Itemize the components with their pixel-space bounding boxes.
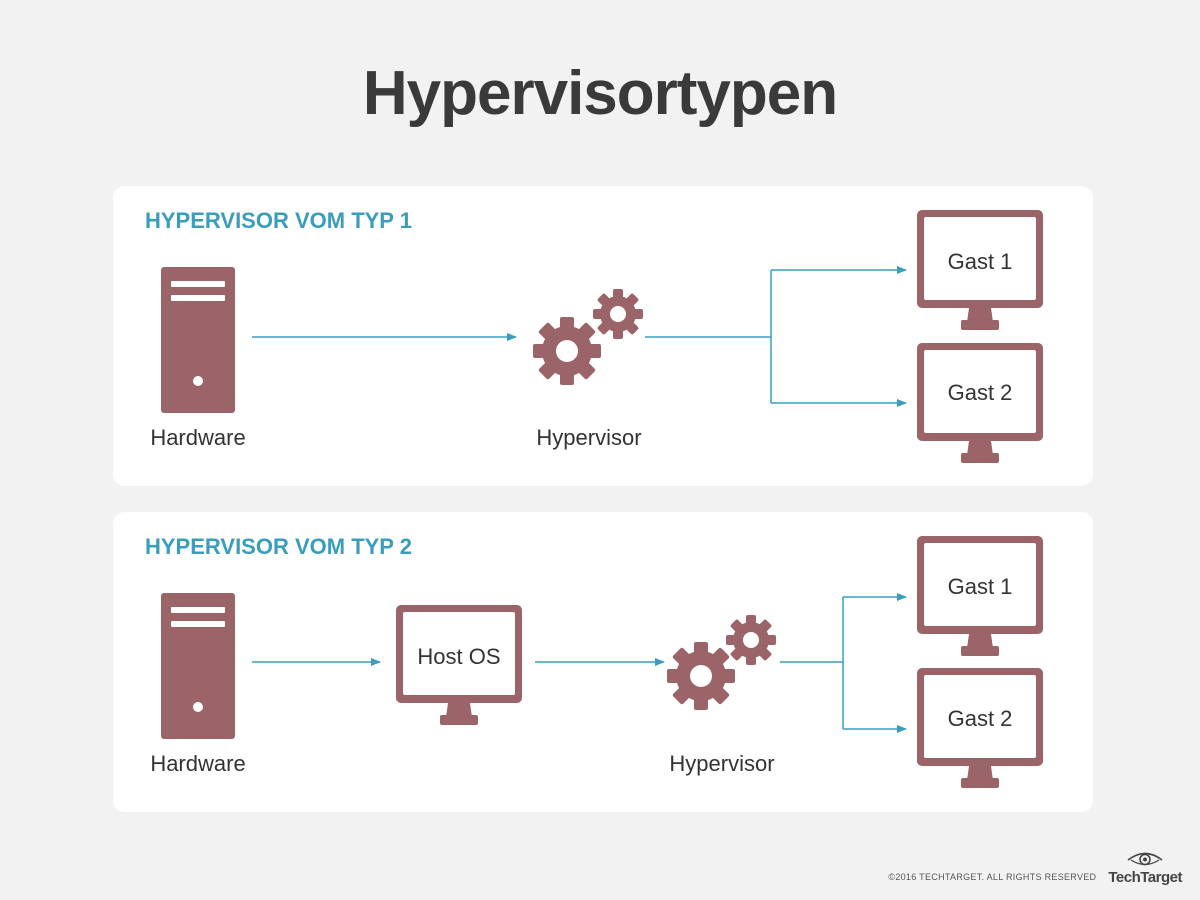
type1-guest2-label: Gast 2 <box>947 380 1013 405</box>
type1-branch-arrows <box>645 266 907 407</box>
type2-hypervisor-label: Hypervisor <box>669 751 775 776</box>
type2-hostos-label: Host OS <box>417 644 501 669</box>
type2-hardware-icon <box>161 593 235 739</box>
type2-guest2-label: Gast 2 <box>947 706 1013 731</box>
brand-name: TechTarget <box>1108 869 1182 886</box>
brand-logo: TechTarget <box>1108 849 1182 886</box>
type1-hardware-icon <box>161 267 235 413</box>
type2-guest1-label: Gast 1 <box>947 574 1013 599</box>
type1-guest1-label: Gast 1 <box>947 249 1013 274</box>
page-title: Hypervisortypen <box>362 59 838 128</box>
type2-heading: HYPERVISOR VOM TYP 2 <box>145 534 412 559</box>
type1-hardware-label: Hardware <box>150 425 246 450</box>
type2-hardware-label: Hardware <box>150 751 246 776</box>
type1-hypervisor-label: Hypervisor <box>536 425 642 450</box>
type2-hypervisor-gears-icon <box>667 615 776 710</box>
type1-heading: HYPERVISOR VOM TYP 1 <box>145 208 412 233</box>
copyright-text: ©2016 TECHTARGET. ALL RIGHTS RESERVED <box>888 872 1097 882</box>
type2-branch-arrows <box>780 593 907 733</box>
eye-icon <box>1127 852 1163 866</box>
footer: ©2016 TECHTARGET. ALL RIGHTS RESERVED Te… <box>888 849 1182 886</box>
type1-hypervisor-gears-icon <box>533 289 643 385</box>
